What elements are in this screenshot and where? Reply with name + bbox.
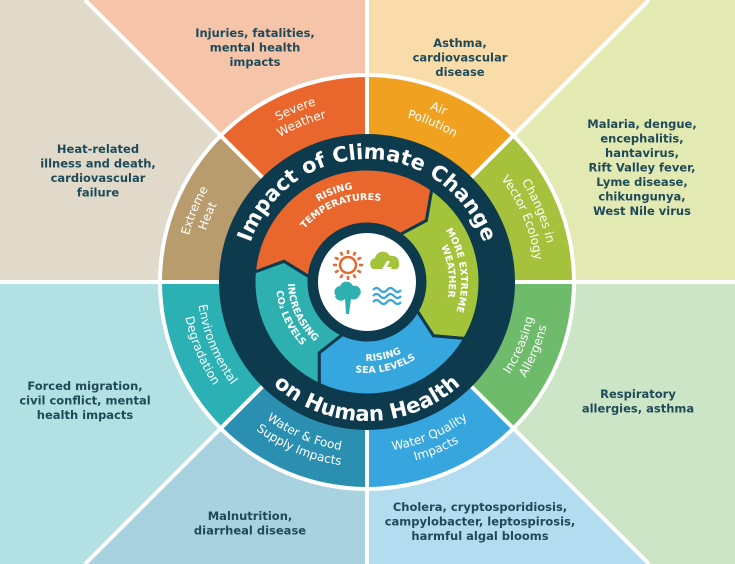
ring-divider [468,134,515,181]
driver-arrow [252,167,434,280]
wave-line [372,292,402,300]
impact-line: disease [435,65,484,79]
impact-ring-segment [222,385,367,487]
impact-line: cardiovascular [413,51,508,65]
impact-line: failure [77,186,120,200]
waves-icon [372,286,402,306]
impact-line: harmful algal blooms [411,529,548,543]
impact-ring-segment [222,77,367,179]
impact-line: Malaria, dengue, [587,117,696,131]
smoke-tree-icon [334,281,361,314]
sun-ray [352,251,357,257]
ring-label-path: Air [429,99,450,118]
impact-line: health impacts [37,408,134,422]
impact-ring-segment [162,282,264,427]
impact-line: impacts [229,55,280,69]
impact-line: cardiovascular [51,171,146,185]
tree-shape [334,281,361,314]
impact-line: chikungunya, [598,190,685,204]
impact-line: campylobacter, leptospirosis, [385,515,576,529]
sun-ray [339,273,344,279]
impact-line: hantavirus, [605,146,679,160]
sun-ray [334,269,340,274]
sun-disc [338,255,358,275]
ring-divider [219,383,266,430]
ring-divider [468,383,515,430]
cloud-shape [370,251,400,269]
impact-line: mental health [210,41,301,55]
sun-ray [334,256,340,261]
impact-line: civil conflict, mental [19,394,150,408]
impact-ring-segment [367,77,512,179]
impact-line: Rift Valley fever, [589,161,696,175]
storm-cloud-icon [370,251,400,279]
impact-ring-segment [470,137,572,282]
impact-line: Respiratory [600,387,676,401]
impact-text: Malnutrition,diarrheal disease [194,509,306,538]
ring-label: Air [429,99,450,118]
sun-ray [356,269,362,274]
impact-line: West Nile virus [593,204,691,218]
sun-ray [356,256,362,261]
impact-ring-segment [470,282,572,427]
wave-line [372,286,402,294]
ring-divider [219,134,266,181]
sun-ray [339,251,344,257]
driver-arrow [252,259,346,387]
impact-line: Forced migration, [27,379,142,393]
impact-line: diarrheal disease [194,524,306,538]
impact-line: Malnutrition, [208,509,293,523]
impact-ring-segment [162,137,264,282]
lightning-bolt [381,261,392,279]
impact-line: Injuries, fatalities, [195,26,315,40]
impact-line: illness and death, [40,157,156,171]
impact-text: Cholera, cryptosporidiosis,campylobacter… [385,500,576,543]
impact-line: Heat-related [57,142,139,156]
impact-line: encephalitis, [600,132,683,146]
impact-line: Cholera, cryptosporidiosis, [393,500,567,514]
wave-line [372,298,402,306]
impact-text: Malaria, dengue,encephalitis,hantavirus,… [587,117,696,218]
impact-line: allergies, asthma [582,402,694,416]
impact-line: Asthma, [433,36,487,50]
center-circle [312,227,422,337]
impact-line: Lyme disease, [596,175,687,189]
impact-ring-segment [367,385,512,487]
sun-icon [333,250,363,280]
sun-ray [352,273,357,279]
